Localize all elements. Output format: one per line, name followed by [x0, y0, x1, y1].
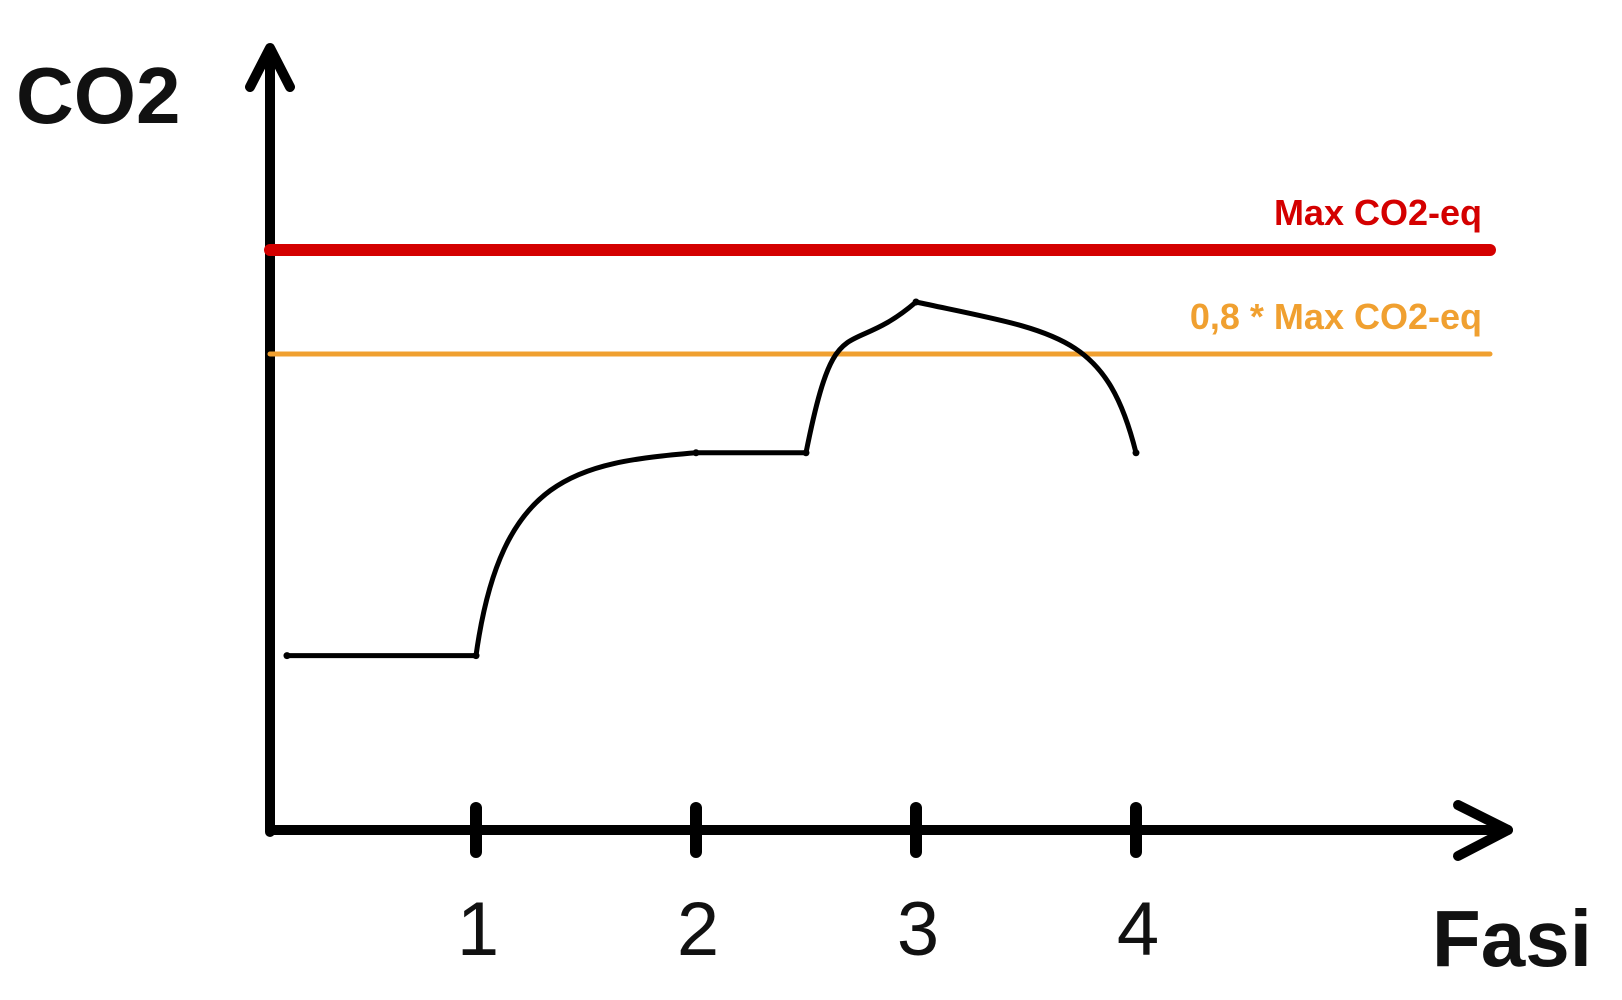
series-point-6	[1132, 449, 1140, 457]
reference-line-label-1: Max CO2-eq	[1274, 192, 1482, 233]
y-axis	[245, 43, 295, 837]
y-axis-arrowhead	[245, 43, 295, 92]
series-group	[283, 298, 1140, 660]
y-axis-title: CO2	[16, 51, 181, 140]
x-tick-label-2: 2	[677, 887, 719, 972]
series-point-2	[472, 652, 480, 660]
x-axis-title: Fasi	[1432, 894, 1592, 983]
x-tick-label-1: 1	[457, 887, 499, 972]
series-line-1	[284, 299, 1139, 659]
reference-line-label-2: 0,8 * Max CO2-eq	[1190, 296, 1482, 337]
series-point-5	[912, 298, 920, 306]
series-point-4	[802, 449, 810, 457]
series-point-3	[692, 449, 700, 457]
x-tick-label-4: 4	[1117, 887, 1159, 972]
x-tick-label-3: 3	[897, 887, 939, 972]
reference-lines: Max CO2-eq 0,8 * Max CO2-eq	[264, 192, 1496, 357]
series-point-1	[283, 652, 291, 660]
x-ticks: 1 2 3 4	[457, 802, 1159, 972]
x-axis	[265, 800, 1513, 861]
x-axis-arrowhead	[1453, 800, 1513, 861]
